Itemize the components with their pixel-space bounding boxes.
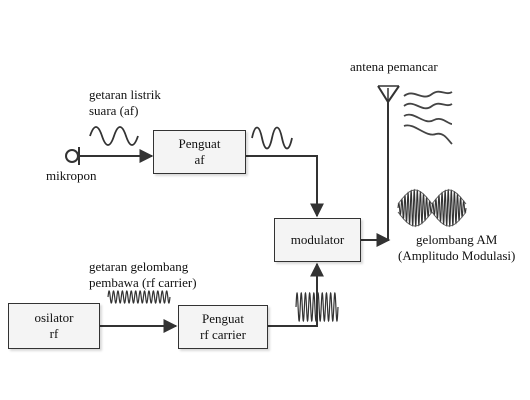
- af-signal-label-line1: getaran listrik: [89, 87, 161, 102]
- af-wave-amplified-icon: [251, 126, 293, 150]
- rf-carrier-wave-icon: [107, 290, 171, 304]
- af-signal-label-line2: suara (af): [89, 103, 139, 118]
- microphone-icon: [65, 147, 80, 165]
- carrier-signal-label-line2: pembawa (rf carrier): [89, 275, 197, 290]
- oscillator-rf-label-line1: osilator: [34, 310, 74, 325]
- carrier-signal-label-line1: getaran gelombang: [89, 259, 189, 274]
- amplifier-rf-label-line2: rf carrier: [200, 327, 246, 342]
- wire-amp-rf-to-modulator: [268, 262, 324, 327]
- rf-carrier-amplified-wave-icon: [295, 291, 339, 323]
- antenna-label: antena pemancar: [350, 59, 438, 74]
- amplifier-af-label-line2: af: [194, 152, 205, 167]
- am-wave-label: gelombang AM (Amplitudo Modulasi): [398, 232, 515, 264]
- am-wave-icon: [397, 188, 467, 228]
- modulator-label: modulator: [290, 232, 345, 247]
- oscillator-rf-label-line2: rf: [49, 326, 59, 341]
- amplifier-rf-block: Penguat rf carrier: [178, 305, 268, 349]
- wire-amp-af-to-modulator: [246, 155, 324, 218]
- microphone-label: mikropon: [46, 168, 97, 183]
- antenna-icon: [377, 85, 400, 103]
- radio-waves-icon: [403, 90, 453, 145]
- am-wave-label-line1: gelombang AM: [416, 232, 498, 247]
- af-signal-label: getaran listrik suara (af): [89, 87, 161, 119]
- wire-modulator-to-antenna: [361, 102, 389, 241]
- amplifier-rf-label-line1: Penguat: [202, 311, 244, 326]
- modulator-block: modulator: [274, 218, 361, 262]
- carrier-signal-label: getaran gelombang pembawa (rf carrier): [89, 259, 197, 291]
- oscillator-rf-block: osilator rf: [8, 303, 100, 349]
- af-wave-small-icon: [89, 126, 139, 146]
- amplifier-af-block: Penguat af: [153, 130, 246, 174]
- am-wave-label-line2: (Amplitudo Modulasi): [398, 248, 516, 263]
- amplifier-af-label-line1: Penguat: [178, 136, 221, 151]
